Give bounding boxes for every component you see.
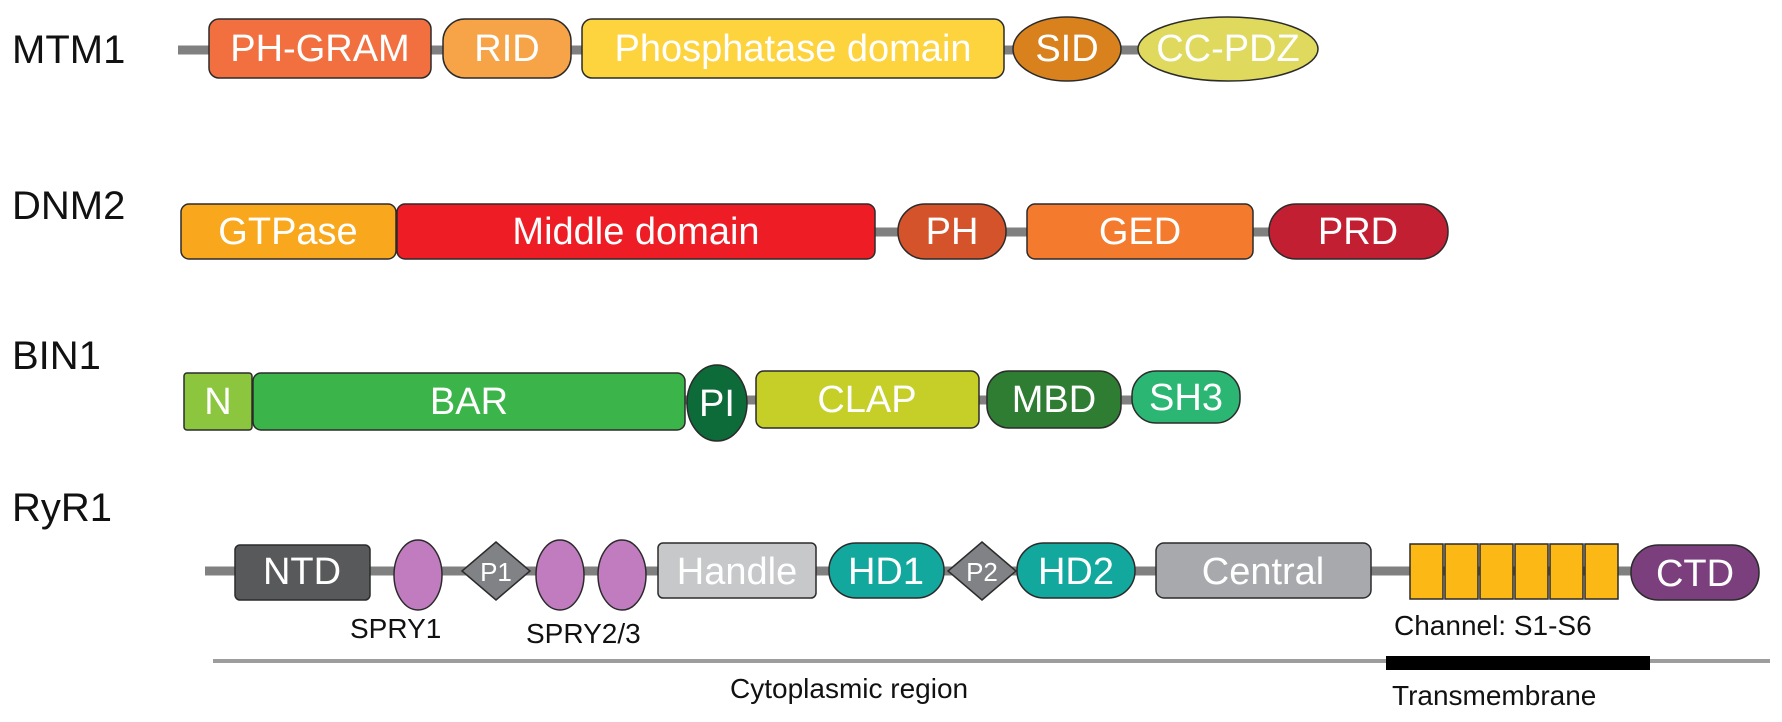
ryr1-tm-segment-s3 — [1479, 543, 1514, 600]
ryr1-hd2-domain — [1016, 542, 1136, 599]
dnm2-prd-domain — [1268, 203, 1449, 260]
ryr1-tm-segment-s6 — [1584, 543, 1619, 600]
mtm1-cc-pdz-label: CC-PDZ — [1156, 28, 1300, 70]
ryr1-ctd-label: CTD — [1656, 553, 1734, 595]
ryr1-architecture: NTD P1 Handle HD1 P2 HD2 Central CTD — [205, 539, 1760, 611]
ryr1-handle-label: Handle — [677, 551, 797, 593]
bin1-bar-domain — [252, 372, 686, 431]
ryr1-ctd-domain — [1630, 544, 1760, 601]
transmembrane-region-label: Transmembrane — [1392, 680, 1597, 711]
mtm1-phosphatase-domain — [581, 18, 1005, 79]
ryr1-central-domain — [1155, 542, 1372, 599]
ryr1-hd1-label: HD1 — [848, 551, 924, 593]
mtm1-sid-domain — [1012, 16, 1122, 82]
bin1-clap-label: CLAP — [817, 379, 916, 421]
bin1-pi-domain — [686, 364, 748, 442]
ryr1-p2-label: P2 — [966, 557, 998, 587]
ryr1-ntd-domain — [234, 544, 371, 601]
annotation-spry2-3: SPRY2/3 — [526, 618, 641, 649]
mtm1-ph-gram-label: PH-GRAM — [230, 28, 409, 70]
bin1-architecture: N BAR PI CLAP MBD SH3 — [183, 364, 1241, 442]
ryr1-tm-segment-s5 — [1549, 543, 1584, 600]
ryr1-spry3-domain — [597, 539, 647, 611]
dnm2-architecture: GTPase Middle domain PH GED PRD — [180, 203, 1449, 260]
bin1-sh3-label: SH3 — [1149, 377, 1223, 419]
cytoplasmic-region-label: Cytoplasmic region — [730, 673, 969, 704]
label-dnm2: DNM2 — [12, 184, 126, 228]
ryr1-ntd-label: NTD — [263, 551, 341, 593]
bin1-sh3-domain — [1131, 370, 1241, 424]
bin1-n-label: N — [204, 381, 231, 423]
dnm2-gtpase-domain — [180, 203, 397, 260]
ryr1-spry2-domain — [535, 539, 585, 611]
bin1-n-domain — [183, 372, 253, 431]
dnm2-ged-domain — [1026, 203, 1254, 260]
ryr1-central-label: Central — [1202, 551, 1325, 593]
dnm2-ged-label: GED — [1099, 211, 1181, 253]
ryr1-hd2-label: HD2 — [1038, 551, 1114, 593]
ryr1-p1-label: P1 — [480, 557, 512, 587]
dnm2-ph-label: PH — [926, 211, 979, 253]
ryr1-p1-domain — [460, 541, 532, 601]
annotation-channel: Channel: S1-S6 — [1394, 610, 1592, 641]
mtm1-architecture: PH-GRAM RID Phosphatase domain SID CC-PD… — [178, 16, 1319, 82]
mtm1-cc-pdz-domain — [1137, 16, 1319, 82]
ryr1-handle-domain — [657, 542, 817, 599]
label-bin1: BIN1 — [12, 334, 101, 378]
ryr1-tm-segment-s4 — [1514, 543, 1549, 600]
bin1-mbd-label: MBD — [1012, 379, 1096, 421]
ryr1-tm-segment-s1 — [1409, 543, 1444, 600]
ryr1-hd1-domain — [828, 542, 945, 599]
bin1-bar-label: BAR — [430, 381, 508, 423]
dnm2-gtpase-label: GTPase — [218, 211, 357, 253]
mtm1-rid-label: RID — [474, 28, 539, 70]
mtm1-phosphatase-label: Phosphatase domain — [614, 28, 971, 70]
bin1-clap-domain — [755, 370, 980, 429]
mtm1-sid-label: SID — [1035, 28, 1098, 70]
bin1-pi-label: PI — [699, 383, 735, 425]
ryr1-p2-domain — [946, 541, 1018, 601]
dnm2-ph-domain — [897, 203, 1007, 260]
bin1-mbd-domain — [986, 370, 1122, 429]
ryr1-spry1-domain — [393, 539, 443, 611]
dnm2-prd-label: PRD — [1318, 211, 1398, 253]
mtm1-ph-gram-domain — [208, 18, 432, 79]
label-ryr1: RyR1 — [12, 486, 113, 530]
dnm2-middle-label: Middle domain — [512, 211, 759, 253]
annotation-spry1: SPRY1 — [350, 613, 442, 644]
mtm1-rid-domain — [442, 18, 572, 79]
dnm2-middle-domain — [396, 203, 876, 260]
label-mtm1: MTM1 — [12, 28, 126, 72]
ryr1-tm-segment-s2 — [1444, 543, 1479, 600]
